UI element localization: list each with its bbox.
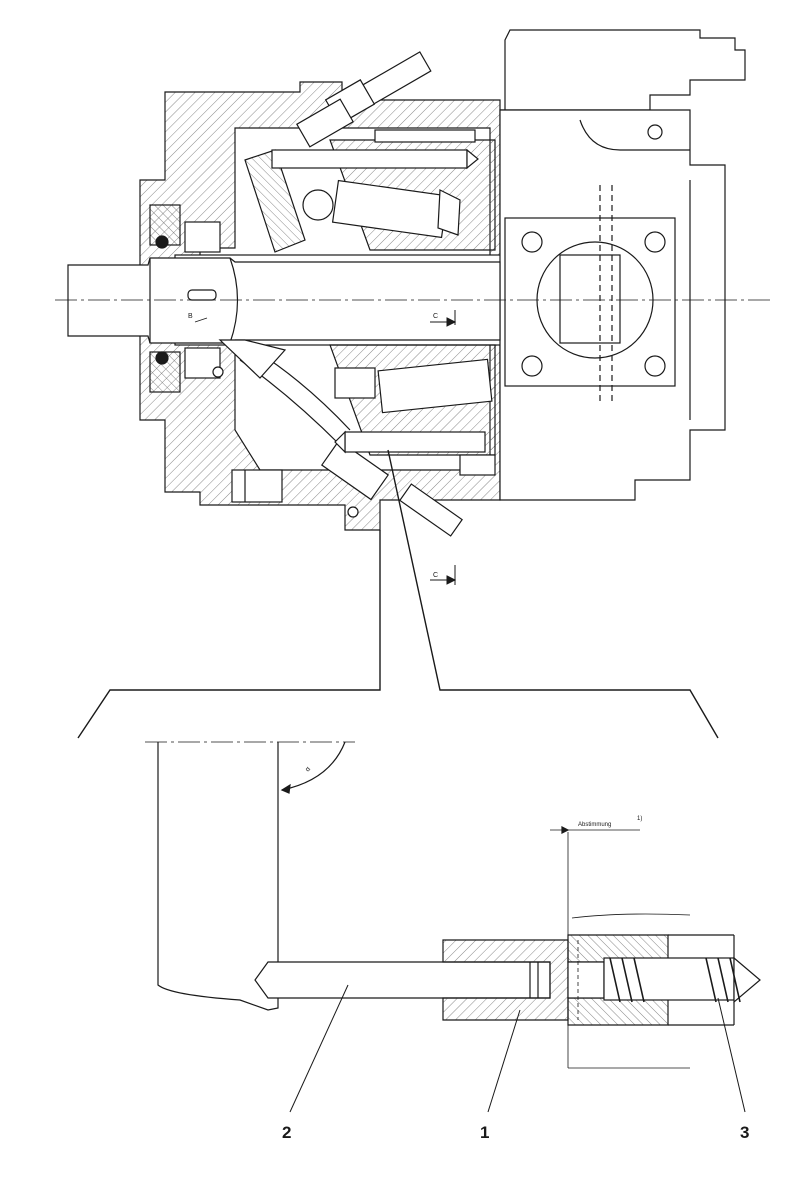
flange-bolt-hole-tr xyxy=(644,231,666,253)
section-marker-bottom xyxy=(430,565,457,585)
flange-bolt-hole-br xyxy=(644,355,666,377)
piston-lower xyxy=(334,358,493,414)
section-label-c-bottom: C xyxy=(433,572,438,579)
detail-angle-label: α xyxy=(304,766,312,774)
detail-spring-tip xyxy=(733,956,761,1004)
upper-rod xyxy=(271,149,468,169)
swash-lever xyxy=(218,339,287,379)
detail-ref-curve xyxy=(571,913,691,919)
pump-assembly xyxy=(67,29,746,537)
end-cover-fillet xyxy=(579,119,690,151)
flange-bolt-hole-tl xyxy=(521,231,543,253)
adjustment-note: Abstimmung xyxy=(578,822,611,828)
seal-ring-top xyxy=(155,235,169,249)
detail-pin xyxy=(254,961,551,999)
leader-item-3 xyxy=(717,997,746,1113)
seal-ring-bottom xyxy=(155,351,169,365)
lower-rod xyxy=(344,431,486,453)
detail-leader xyxy=(77,449,719,739)
adjustment-note-sup: 1) xyxy=(637,816,642,822)
piston-upper xyxy=(302,179,461,239)
leader-item-2 xyxy=(289,984,349,1113)
upper-rod-tip xyxy=(466,148,479,170)
swash-plate xyxy=(244,149,306,253)
callout-2: 2 xyxy=(282,1123,291,1142)
top-adjust-screw xyxy=(296,51,432,148)
drain-plug xyxy=(231,469,283,503)
view-b-arrow xyxy=(194,317,208,323)
end-cover xyxy=(500,29,746,111)
upper-spring-guide xyxy=(374,129,476,143)
detail-dim-arrow xyxy=(561,826,570,834)
end-cover-plug xyxy=(647,124,663,140)
detail-view xyxy=(145,741,761,1113)
section-label-c-top: C xyxy=(433,313,438,320)
leader-item-1 xyxy=(487,1009,521,1113)
lower-port-plug xyxy=(459,454,496,476)
view-label-b: B xyxy=(188,313,193,320)
flange-port-slot xyxy=(559,254,621,344)
lower-rod-tip xyxy=(334,430,346,454)
flange-bolt-hole-bl xyxy=(521,355,543,377)
swash-pivot xyxy=(212,366,224,378)
drive-shaft xyxy=(67,257,501,344)
detail-angle-arrow xyxy=(280,783,291,794)
callout-3: 3 xyxy=(740,1123,749,1142)
callout-1: 1 xyxy=(480,1123,489,1142)
section-marker-top xyxy=(430,310,457,327)
detail-housing-bore xyxy=(567,961,605,999)
detail-angle-arc xyxy=(281,741,346,791)
detail-spring-coils xyxy=(609,957,741,1003)
shaft-key xyxy=(187,289,217,301)
detail-swash-plate xyxy=(157,742,279,1011)
bottom-adjust-screw xyxy=(320,439,463,537)
shaft-bearing-top xyxy=(184,221,221,253)
